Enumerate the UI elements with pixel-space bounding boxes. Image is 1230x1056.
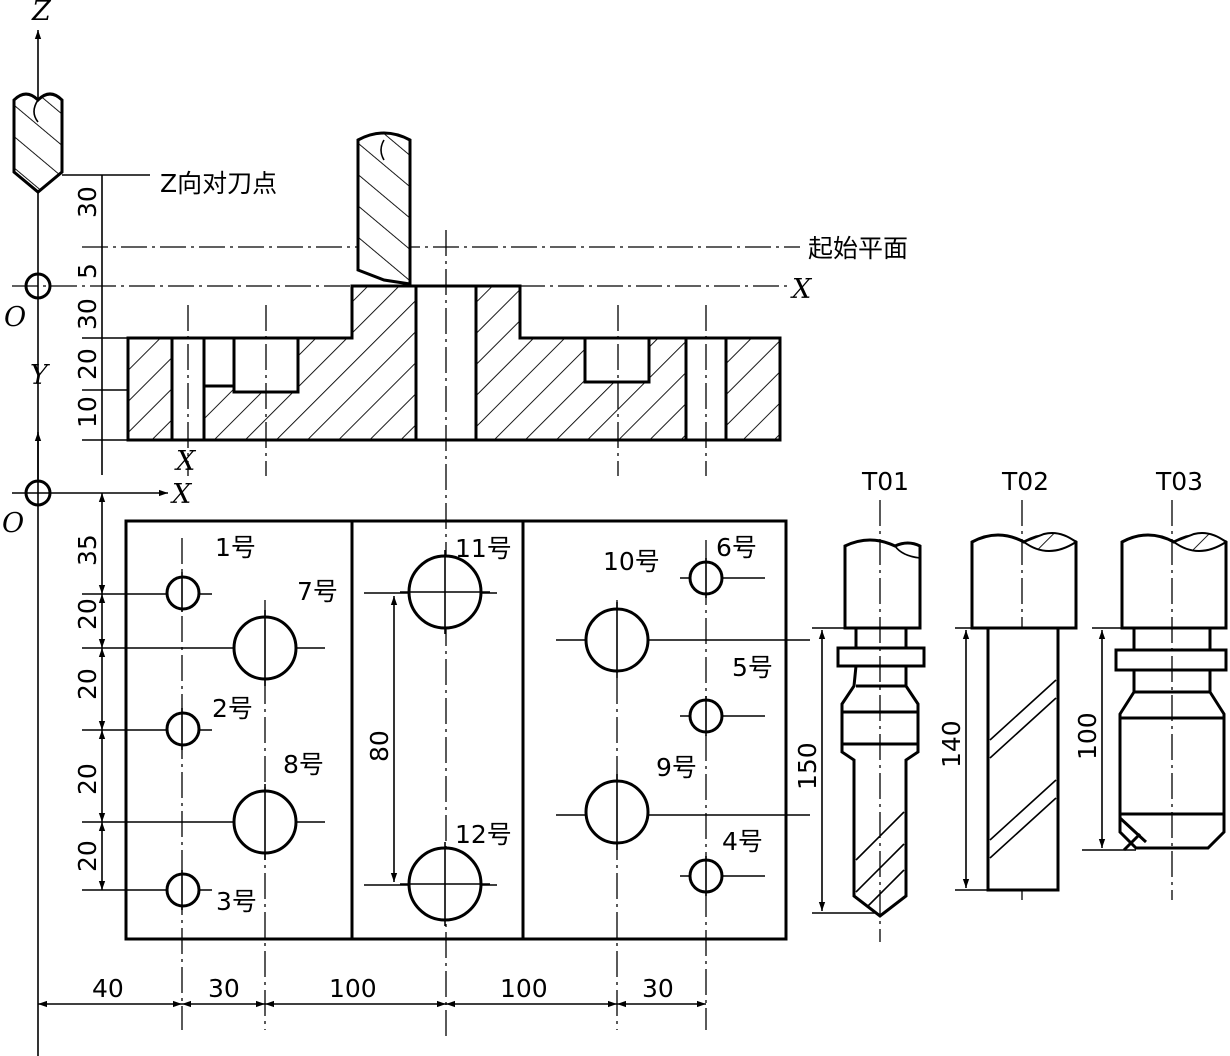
section-dim-5: 5 xyxy=(73,263,102,279)
bottom-dim-40: 40 xyxy=(92,974,124,1003)
bottom-dim-100-b: 100 xyxy=(500,974,548,1003)
section-x-side-label: X xyxy=(174,446,197,477)
hole-4-label: 4号 xyxy=(722,827,763,856)
hole-3-label: 3号 xyxy=(216,887,257,916)
tool-t02-name: T02 xyxy=(1001,467,1049,496)
hole-12-label: 12号 xyxy=(455,820,512,849)
hole-7-label: 7号 xyxy=(297,577,338,606)
hole-11-label: 11号 xyxy=(455,534,512,563)
hole-8-label: 8号 xyxy=(283,750,324,779)
plan-origin-label: O xyxy=(2,508,24,539)
plan-dim-35: 35 xyxy=(73,534,102,566)
plan-x-axis-label: X xyxy=(170,479,193,510)
plan-dim-20-d: 20 xyxy=(73,840,102,872)
plan-dim-20-c: 20 xyxy=(73,763,102,795)
section-dim-20: 20 xyxy=(73,348,102,380)
section-view: 起始平面 X O Y xyxy=(4,131,908,1040)
plan-view: X O X xyxy=(2,432,810,1030)
bottom-dim-30-b: 30 xyxy=(642,974,674,1003)
tool-t03: T03 100 xyxy=(1073,467,1228,900)
hole-10-label: 10号 xyxy=(603,547,660,576)
hole-6-label: 6号 xyxy=(716,533,757,562)
tool-t01-name: T01 xyxy=(861,467,909,496)
hole-3 xyxy=(165,872,201,908)
tool-t01-length: 150 xyxy=(793,742,822,790)
z-axis: Z xyxy=(31,0,52,1056)
section-dim-30-top: 30 xyxy=(73,186,102,218)
tool-t02: T02 140 xyxy=(937,467,1078,900)
section-origin-label: O xyxy=(4,302,26,333)
tool-t01: T01 150 xyxy=(793,467,926,942)
start-plane-label: 起始平面 xyxy=(808,234,908,263)
bottom-dim-30-a: 30 xyxy=(208,974,240,1003)
hole-1 xyxy=(165,575,201,611)
section-dim-10: 10 xyxy=(73,396,102,428)
tool-t03-name: T03 xyxy=(1155,467,1203,496)
tool-t03-length: 100 xyxy=(1073,712,1102,760)
hole-2-label: 2号 xyxy=(212,694,253,723)
section-y-label: Y xyxy=(30,360,50,391)
hole-9-label: 9号 xyxy=(656,753,697,782)
plan-dim-20-b: 20 xyxy=(73,668,102,700)
tool-t02-length: 140 xyxy=(937,720,966,768)
hole-5-label: 5号 xyxy=(732,653,773,682)
z-axis-label: Z xyxy=(31,0,52,27)
section-origin-mark xyxy=(24,272,52,300)
hole-2 xyxy=(165,711,201,747)
plan-origin-mark xyxy=(24,479,52,507)
z-setting-tool: Z向对刀点 xyxy=(12,92,277,198)
bottom-dim-100-a: 100 xyxy=(329,974,377,1003)
section-dim-30: 30 xyxy=(73,298,102,330)
plan-dim-20-a: 20 xyxy=(73,598,102,630)
section-x-axis-label: X xyxy=(790,274,813,305)
z-setting-point-label: Z向对刀点 xyxy=(160,169,277,198)
hole-1-label: 1号 xyxy=(215,533,256,562)
plan-dim-80: 80 xyxy=(365,730,394,762)
